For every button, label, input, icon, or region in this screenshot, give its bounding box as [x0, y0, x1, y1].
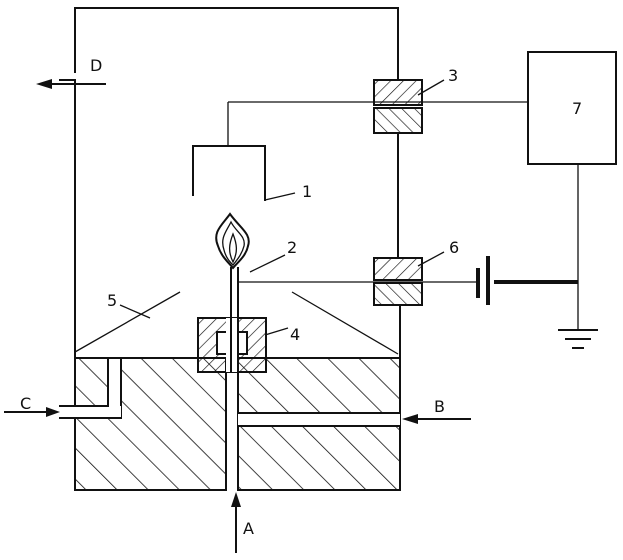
inlet-c: C [4, 394, 60, 417]
insulator-4: 4 [197, 317, 300, 373]
collector-electrode: 1 [192, 101, 528, 201]
insulator-3: 3 [373, 66, 458, 134]
amplifier-box: 7 [527, 51, 617, 330]
label-7: 7 [572, 99, 582, 118]
flame [215, 212, 250, 270]
inlet-a: A [231, 492, 254, 553]
label-b: B [434, 397, 445, 416]
polarizing-circuit [238, 256, 578, 305]
insulator-6: 6 [373, 238, 459, 306]
ground-icon [558, 329, 598, 349]
label-2: 2 [287, 238, 297, 257]
inlet-b: B [402, 397, 471, 424]
label-3: 3 [448, 66, 458, 85]
label-c: C [20, 394, 31, 413]
outlet-d: D [36, 56, 106, 89]
label-5: 5 [107, 291, 117, 310]
label-d: D [90, 56, 102, 75]
label-1: 1 [302, 182, 312, 201]
baffle-cone: 5 [74, 291, 399, 355]
burner-base [59, 357, 401, 492]
label-6: 6 [449, 238, 459, 257]
label-4: 4 [290, 325, 300, 344]
label-a: A [243, 519, 254, 538]
